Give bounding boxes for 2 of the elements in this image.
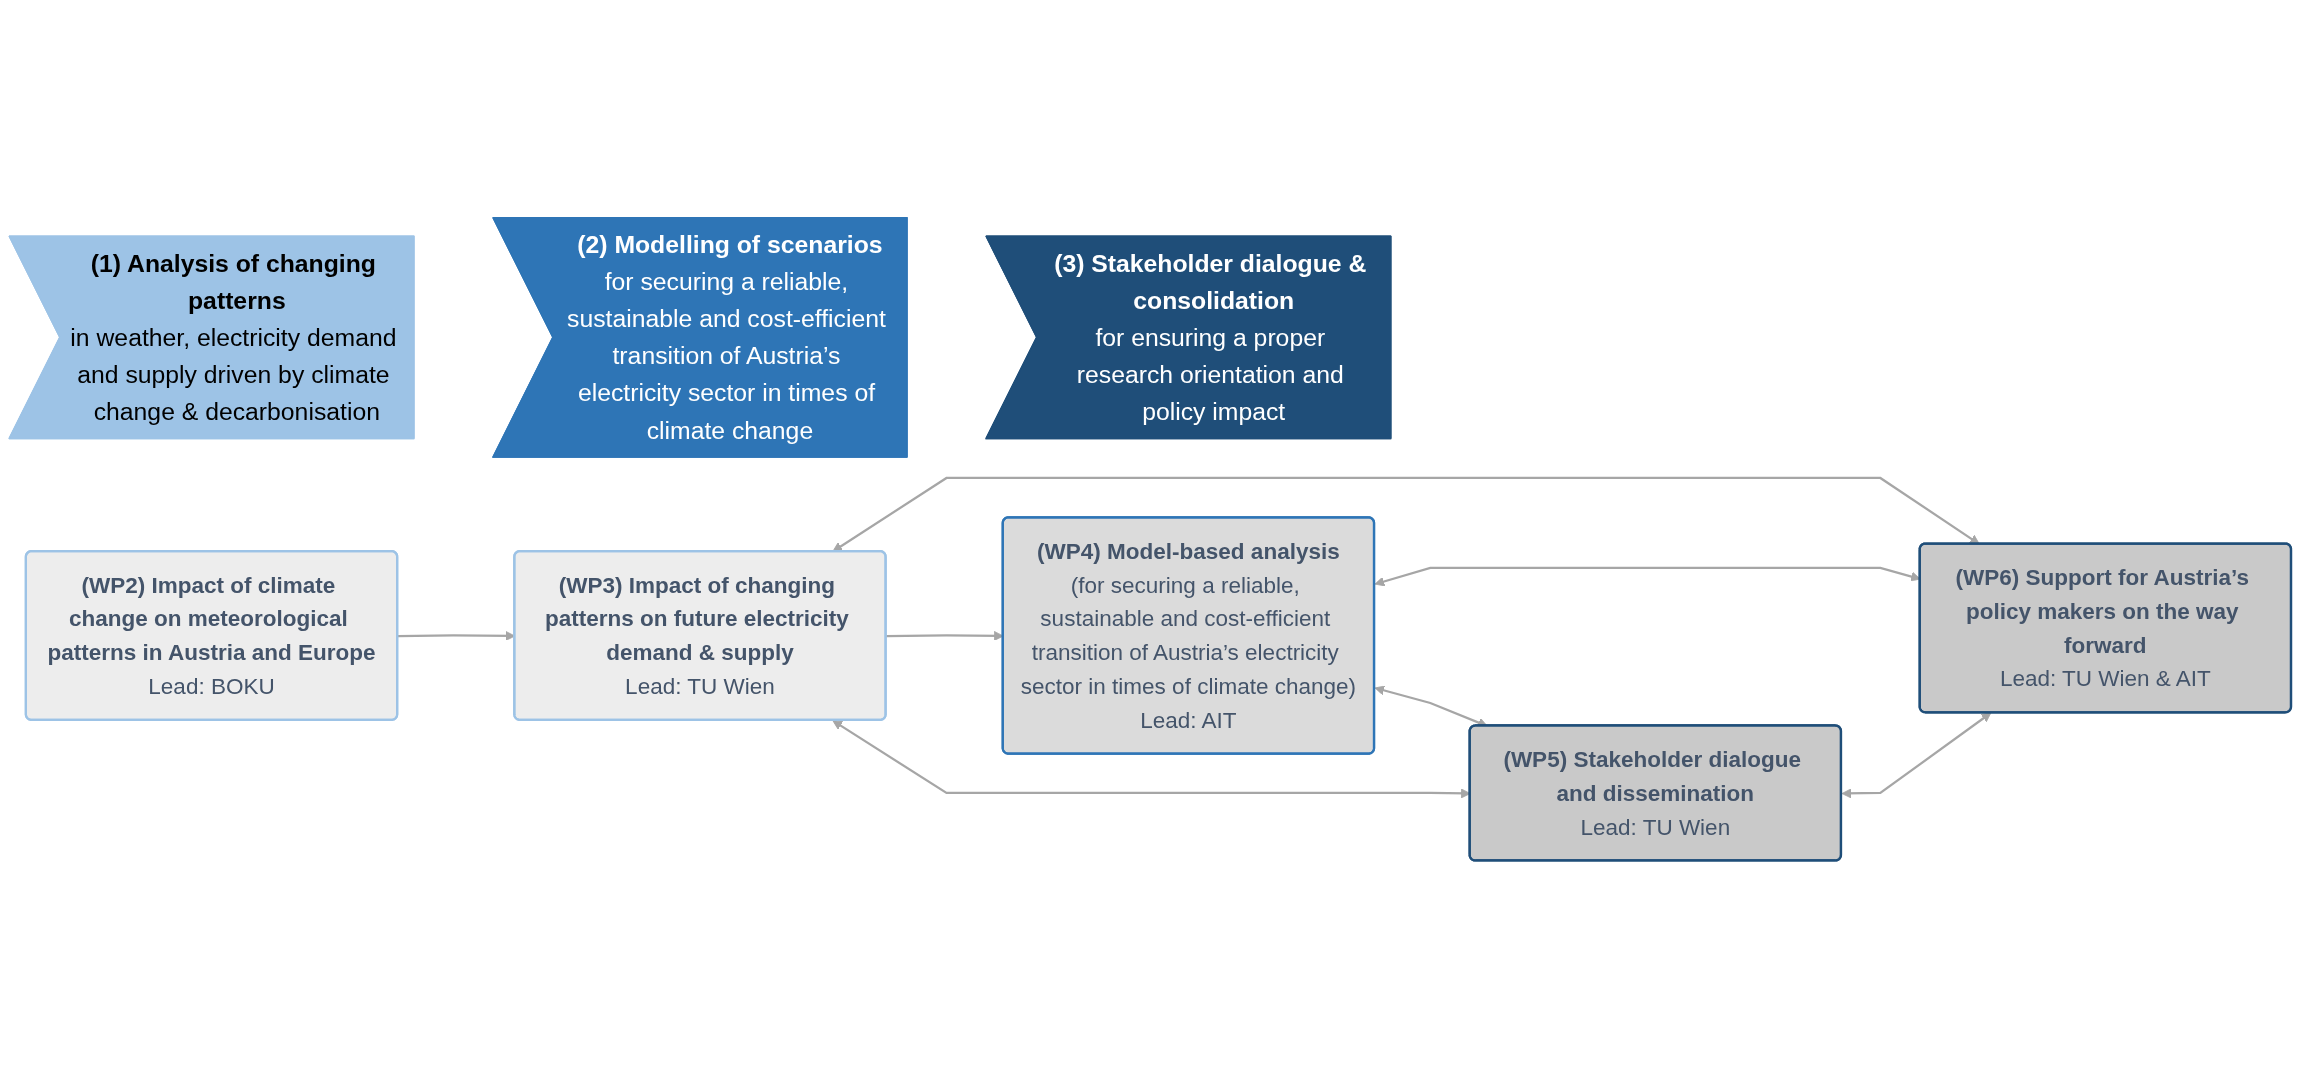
arrow [832, 476, 1980, 552]
arrow [1841, 712, 1992, 799]
